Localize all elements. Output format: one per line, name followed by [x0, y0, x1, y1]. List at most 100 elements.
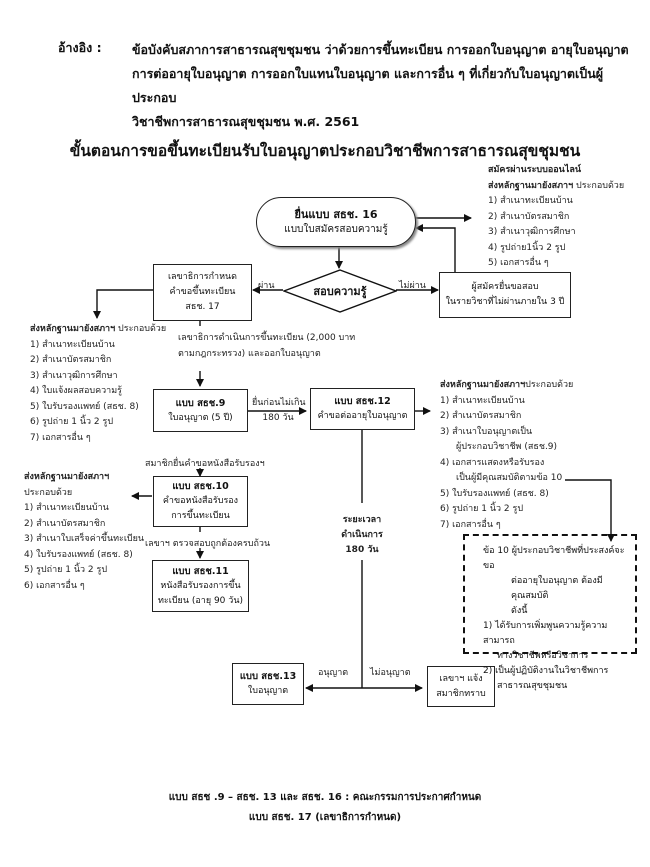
- list-item: 5) รูปถ่าย 1 นิ้ว 2 รูป: [24, 565, 108, 575]
- retake-exam-box: ผู้สมัครยื่นขอสอบ ในรายวิชาที่ไม่ผ่านภาย…: [439, 272, 571, 318]
- online-documents-list: สมัครผ่านระบบออนไลน์ ส่งหลักฐานมายังสภาฯ…: [488, 163, 624, 272]
- reference-label: อ้างอิง :: [58, 40, 102, 55]
- list-item: 1) สำเนาทะเบียนบ้าน: [440, 395, 525, 406]
- list-item: 6) รูปถ่าย 1 นิ้ว 2 รูป: [30, 417, 114, 427]
- form13-subtitle: ใบอนุญาต: [247, 686, 289, 696]
- registration-documents-list: ส่งหลักฐานมายังสภาฯ ประกอบด้วย 1) สำเนาท…: [30, 322, 166, 446]
- form9-subtitle: ใบอนุญาต (5 ปี): [168, 412, 233, 423]
- list-item: 5) ใบรับรองแพทย์ (สธช. 8): [440, 488, 549, 499]
- exam-decision-diamond: [283, 269, 397, 313]
- list-item: 4) ใบรับรองแพทย์ (สธช. 8): [24, 549, 133, 560]
- clause10-line: ข้อ 10 ผู้ประกอบวิชาชีพที่ประสงค์จะขอ: [483, 546, 625, 571]
- sec17-line1: เลขาธิการกำหนด: [167, 272, 238, 282]
- member-request-label: สมาชิกยื่นคำขอหนังสือรับรองฯ: [145, 459, 265, 469]
- form12-title: แบบ สธช.12: [334, 396, 391, 407]
- start-node-subtitle: แบบใบสมัครสอบความรู้: [284, 224, 388, 235]
- list-item: 1) สำเนาทะเบียนบ้าน: [30, 339, 115, 350]
- list-item: 2) สำเนาบัตรสมาชิก: [440, 411, 522, 421]
- form12-subtitle: คำขอต่ออายุใบอนุญาต: [317, 411, 408, 421]
- sec17-line2: คำขอขึ้นทะเบียน: [169, 287, 236, 297]
- form12-renewal-box: แบบ สธช.12 คำขอต่ออายุใบอนุญาต: [310, 388, 415, 430]
- list-item: 5) เอกสารอื่น ๆ: [488, 258, 549, 268]
- list-item: 4) ใบแจ้งผลสอบความรู้: [30, 386, 122, 396]
- form10-title: แบบ สธช.10: [172, 481, 229, 492]
- retake-line1: ผู้สมัครยื่นขอสอบ: [471, 282, 539, 292]
- renewal-list-header: ส่งหลักฐานมายังสภาฯประกอบด้วย: [440, 380, 574, 390]
- secretary-form17-box: เลขาธิการกำหนด คำขอขึ้นทะเบียน สธช. 17: [153, 264, 252, 321]
- list-item: 4) รูปถ่าย1นิ้ว 2 รูป: [488, 242, 566, 253]
- page-title: ขั้นตอนการขอขึ้นทะเบียนรับใบอนุญาตประกอบ…: [69, 142, 581, 160]
- pass-label: ผ่าน: [258, 281, 275, 291]
- reference-text: ข้อบังคับสภาการสาธารณสุขชุมชน ว่าด้วยการ…: [132, 38, 632, 134]
- list-item: 3) สำเนาวุฒิการศึกษา: [488, 227, 576, 237]
- clause10-line: สาธารณสุขชุมชน: [497, 681, 568, 691]
- list-item: 4) เอกสารแสดงหรือรับรอง: [440, 457, 545, 468]
- online-list-header: ส่งหลักฐานมายังสภาฯ ประกอบด้วย: [488, 180, 625, 191]
- list-item: 3) สำเนาใบเสร็จค่าขึ้นทะเบียน: [24, 534, 145, 544]
- list-item: 6) เอกสารอื่น ๆ: [24, 580, 85, 591]
- list-item: ผู้ประกอบวิชาชีพ (สธช.9): [456, 442, 558, 452]
- register-list-header: ส่งหลักฐานมายังสภาฯ ประกอบด้วย: [30, 324, 167, 334]
- approve-label: อนุญาต: [318, 668, 349, 678]
- form9-title: แบบ สธช.9: [175, 397, 226, 409]
- sec17-line3: สธช. 17: [185, 302, 220, 312]
- form13-title: แบบ สธช.13: [239, 671, 297, 682]
- exam-decision-label: สอบความรู้: [313, 285, 367, 298]
- list-item: 3) สำเนาวุฒิการศึกษา: [30, 370, 118, 381]
- list-item: 1) สำเนาทะเบียนบ้าน: [488, 196, 573, 206]
- form13-license-box: แบบ สธช.13 ใบอนุญาต: [232, 663, 304, 705]
- list-item: 2) สำเนาบัตรสมาชิก: [24, 518, 106, 529]
- fail-label: ไม่ผ่าน: [399, 281, 426, 291]
- cert-list-header: ส่งหลักฐานมายังสภาฯ: [24, 472, 110, 482]
- form10-line2: คำขอหนังสือรับรอง: [162, 496, 239, 506]
- list-item: 1) สำเนาทะเบียนบ้าน: [24, 503, 109, 513]
- list-item: 7) เอกสารอื่น ๆ: [30, 432, 91, 443]
- form11-title: แบบ สธช.11: [172, 565, 229, 577]
- start-node-form16: ยื่นแบบ สธช. 16 แบบใบสมัครสอบความรู้: [256, 197, 416, 247]
- list-item: 2) สำเนาบัตรสมาชิก: [488, 211, 570, 222]
- footer-line2: แบบ สธช. 17 (เลขาธิการกำหนด): [248, 812, 402, 823]
- clause10-line: ดังนี้: [511, 606, 528, 616]
- list-item: 7) เอกสารอื่น ๆ: [440, 519, 501, 530]
- duration-label: ระยะเวลา ดำเนินการ 180 วัน: [330, 513, 394, 558]
- list-item: 2) สำเนาบัตรสมาชิก: [30, 355, 112, 365]
- list-item: 3) สำเนาใบอนุญาตเป็น: [440, 426, 533, 437]
- start-node-title: ยื่นแบบ สธช. 16: [294, 208, 378, 221]
- edge-sec17-list: [93, 289, 153, 319]
- clause10-line: 1) ได้รับการเพิ่มพูนความรู้ความสามารถ: [483, 621, 608, 646]
- form9-license-box: แบบ สธช.9 ใบอนุญาต (5 ปี): [153, 389, 248, 432]
- notify-line1: เลขาฯ แจ้ง: [439, 673, 483, 684]
- list-item: 6) รูปถ่าย 1 นิ้ว 2 รูป: [440, 504, 524, 514]
- renew-before-label: ยื่นก่อนไม่เกิน 180 วัน: [252, 396, 306, 426]
- list-item: เป็นผู้มีคุณสมบัติตามข้อ 10: [456, 473, 563, 483]
- clause10-line: 2) เป็นผู้ปฏิบัติงานในวิชาชีพการ: [483, 666, 609, 676]
- reject-label: ไม่อนุญาต: [370, 668, 411, 678]
- renewal-documents-list: ส่งหลักฐานมายังสภาฯประกอบด้วย 1) สำเนาทะ…: [440, 378, 573, 533]
- notify-line2: สมาชิกทราบ: [436, 688, 486, 699]
- form10-line3: การขึ้นทะเบียน: [171, 511, 230, 521]
- form11-line3: ทะเบียน (อายุ 90 วัน): [158, 595, 243, 606]
- form11-line2: หนังสือรับรองการขึ้น: [160, 580, 241, 591]
- duration-line: 180 วัน: [345, 545, 379, 555]
- clause10-box: ข้อ 10 ผู้ประกอบวิชาชีพที่ประสงค์จะขอ ต่…: [463, 534, 637, 691]
- renew-before-line: 180 วัน: [262, 413, 294, 423]
- form10-certificate-request-box: แบบ สธช.10 คำขอหนังสือรับรอง การขึ้นทะเบ…: [153, 476, 248, 527]
- retake-line2: ในรายวิชาที่ไม่ผ่านภายใน 3 ปี: [445, 297, 565, 307]
- renew-before-line: ยื่นก่อนไม่เกิน: [252, 398, 306, 408]
- registration-note-line: เลขาธิการดำเนินการขึ้นทะเบียน (2,000 บาท: [178, 333, 356, 343]
- certificate-documents-list: ส่งหลักฐานมายังสภาฯ ประกอบด้วย 1) สำเนาท…: [24, 470, 144, 594]
- edge-retake-start: [415, 224, 456, 272]
- online-list-title: สมัครผ่านระบบออนไลน์: [488, 165, 582, 175]
- form11-certificate-box: แบบ สธช.11 หนังสือรับรองการขึ้น ทะเบียน …: [152, 560, 249, 612]
- registration-note: เลขาธิการดำเนินการขึ้นทะเบียน (2,000 บาท…: [178, 330, 355, 362]
- secretary-notify-box: เลขาฯ แจ้ง สมาชิกทราบ: [427, 666, 495, 707]
- clause10-line: ทางวิชาชีพหรือวิชาการ: [497, 651, 589, 661]
- secretary-check-label: เลขาฯ ตรวจสอบถูกต้องครบถ้วน: [145, 539, 271, 549]
- reference-line: วิชาชีพการสาธารณสุขชุมชน พ.ศ. 2561: [132, 114, 360, 129]
- duration-line: ดำเนินการ: [341, 530, 383, 540]
- clause10-line: ต่ออายุใบอนุญาต ต้องมีคุณสมบัติ: [511, 576, 603, 601]
- duration-line: ระยะเวลา: [342, 515, 382, 525]
- list-item: 5) ใบรับรองแพทย์ (สธช. 8): [30, 401, 139, 412]
- reference-line: การต่ออายุใบอนุญาต การออกใบแทนใบอนุญาต แ…: [132, 66, 604, 105]
